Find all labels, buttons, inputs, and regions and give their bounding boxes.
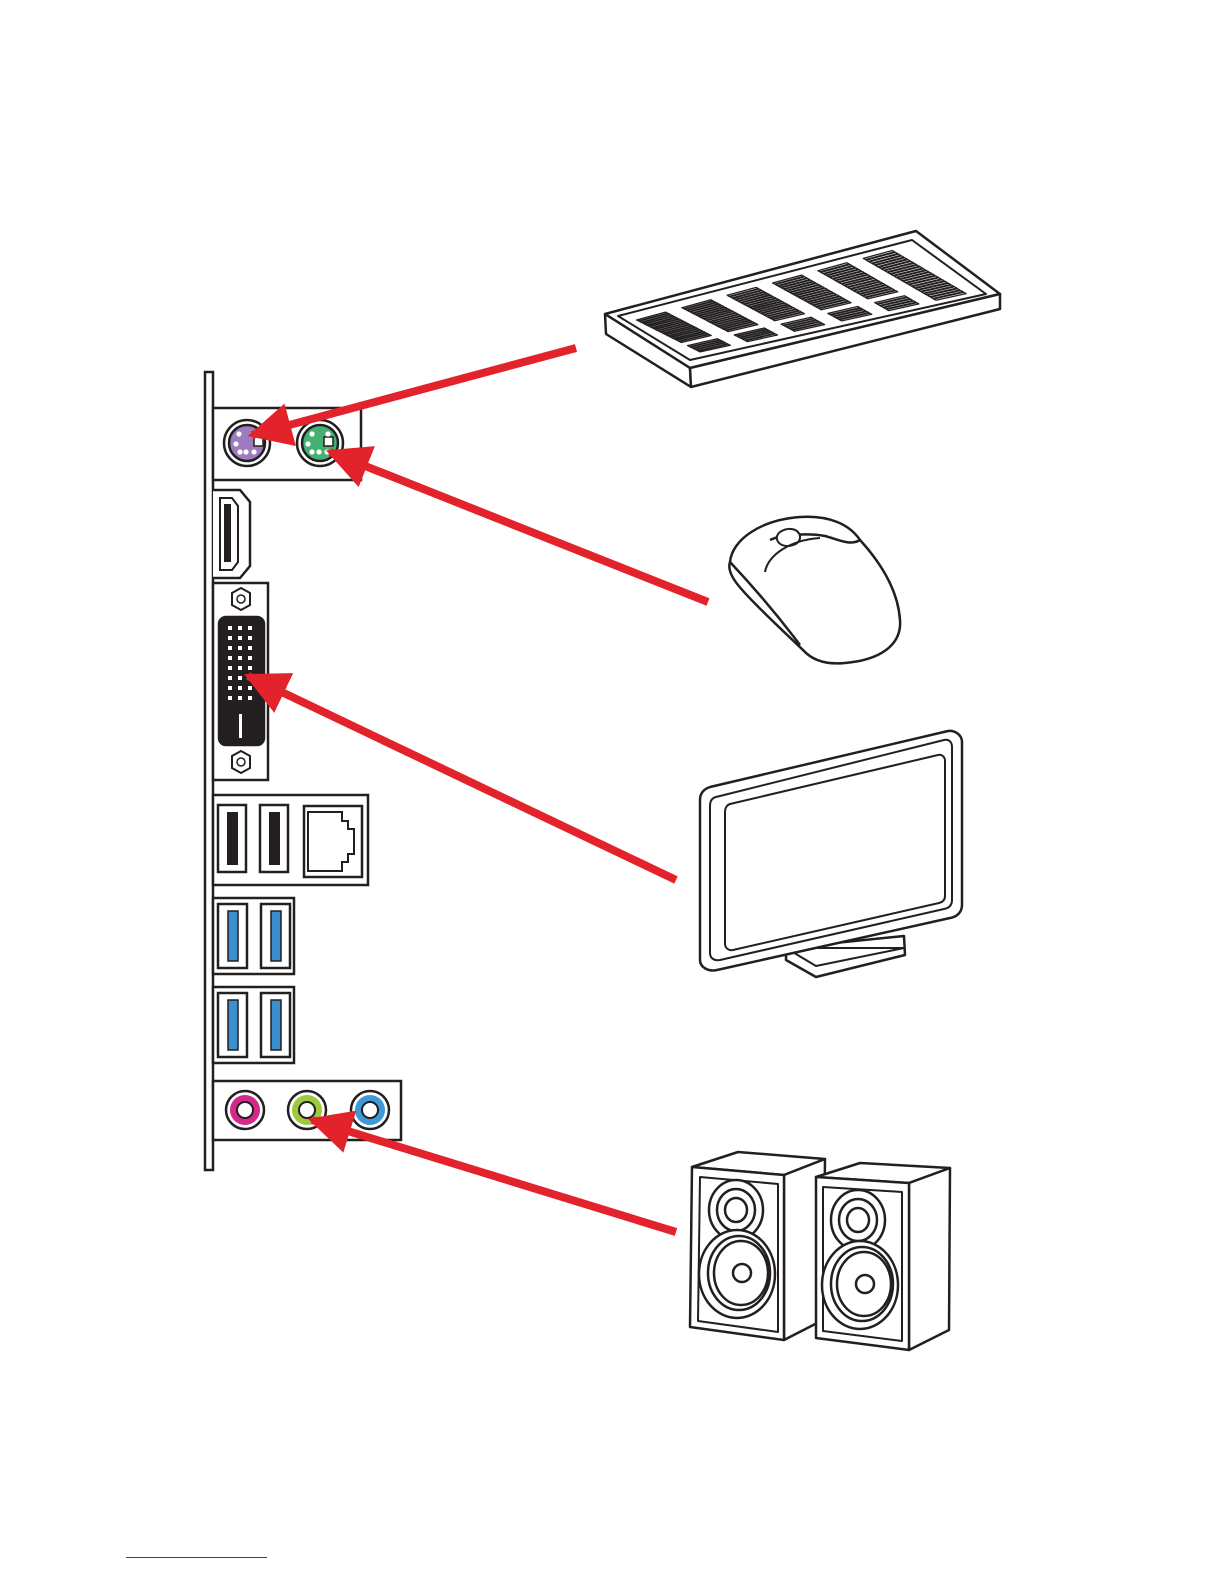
dvi-pin [228,646,232,650]
speaker-right [816,1163,950,1350]
dvi-pin [228,656,232,660]
dvi-pin [238,646,242,650]
dvi-pin [228,686,232,690]
arrow-keyboard-to-ps2 [252,348,576,435]
usb3-block [213,898,294,974]
usb2-port [218,805,246,872]
lan-port [304,806,362,877]
dvi-pin [228,696,232,700]
footer-rule [126,1557,267,1558]
speaker-left [690,1152,825,1340]
dvi-pin [238,656,242,660]
dvi-pin [248,686,252,690]
dvi-pin [228,666,232,670]
audio-mic-in-jack [226,1091,264,1129]
audio-line-in-jack [351,1091,389,1129]
dvi-pin [248,656,252,660]
dvi-pin [238,696,242,700]
dvi-pin [248,636,252,640]
dvi-pin [238,676,242,680]
dvi-pin [248,696,252,700]
keyboard-icon [605,231,1000,387]
arrow-mouse-to-ps2 [330,452,708,602]
hdmi-port [213,490,250,578]
dvi-pin [238,686,242,690]
speakers-icon [690,1152,950,1350]
ps2-mouse-port [297,420,343,466]
usb3-port [261,904,290,968]
dvi-pin [248,626,252,630]
usb3-port [218,993,247,1057]
dvi-pin [228,636,232,640]
usb3-port [218,904,247,968]
dvi-pin [228,626,232,630]
dvi-pin [238,666,242,670]
audio-block [213,1081,401,1140]
usb2-port [260,805,288,872]
ps2-keyboard-port [224,420,270,466]
arrow-speakers-to-line-out [312,1120,676,1232]
usb3-port [261,993,290,1057]
ps2-port-block [213,408,361,480]
dvi-pin [238,626,242,630]
dvi-pin [228,676,232,680]
dvi-pin [238,636,242,640]
monitor-icon [700,731,962,977]
dvi-pin [248,646,252,650]
mouse-icon [729,517,900,664]
usb-lan-block [213,795,368,885]
usb3-block [213,987,294,1063]
dvi-pin [248,666,252,670]
